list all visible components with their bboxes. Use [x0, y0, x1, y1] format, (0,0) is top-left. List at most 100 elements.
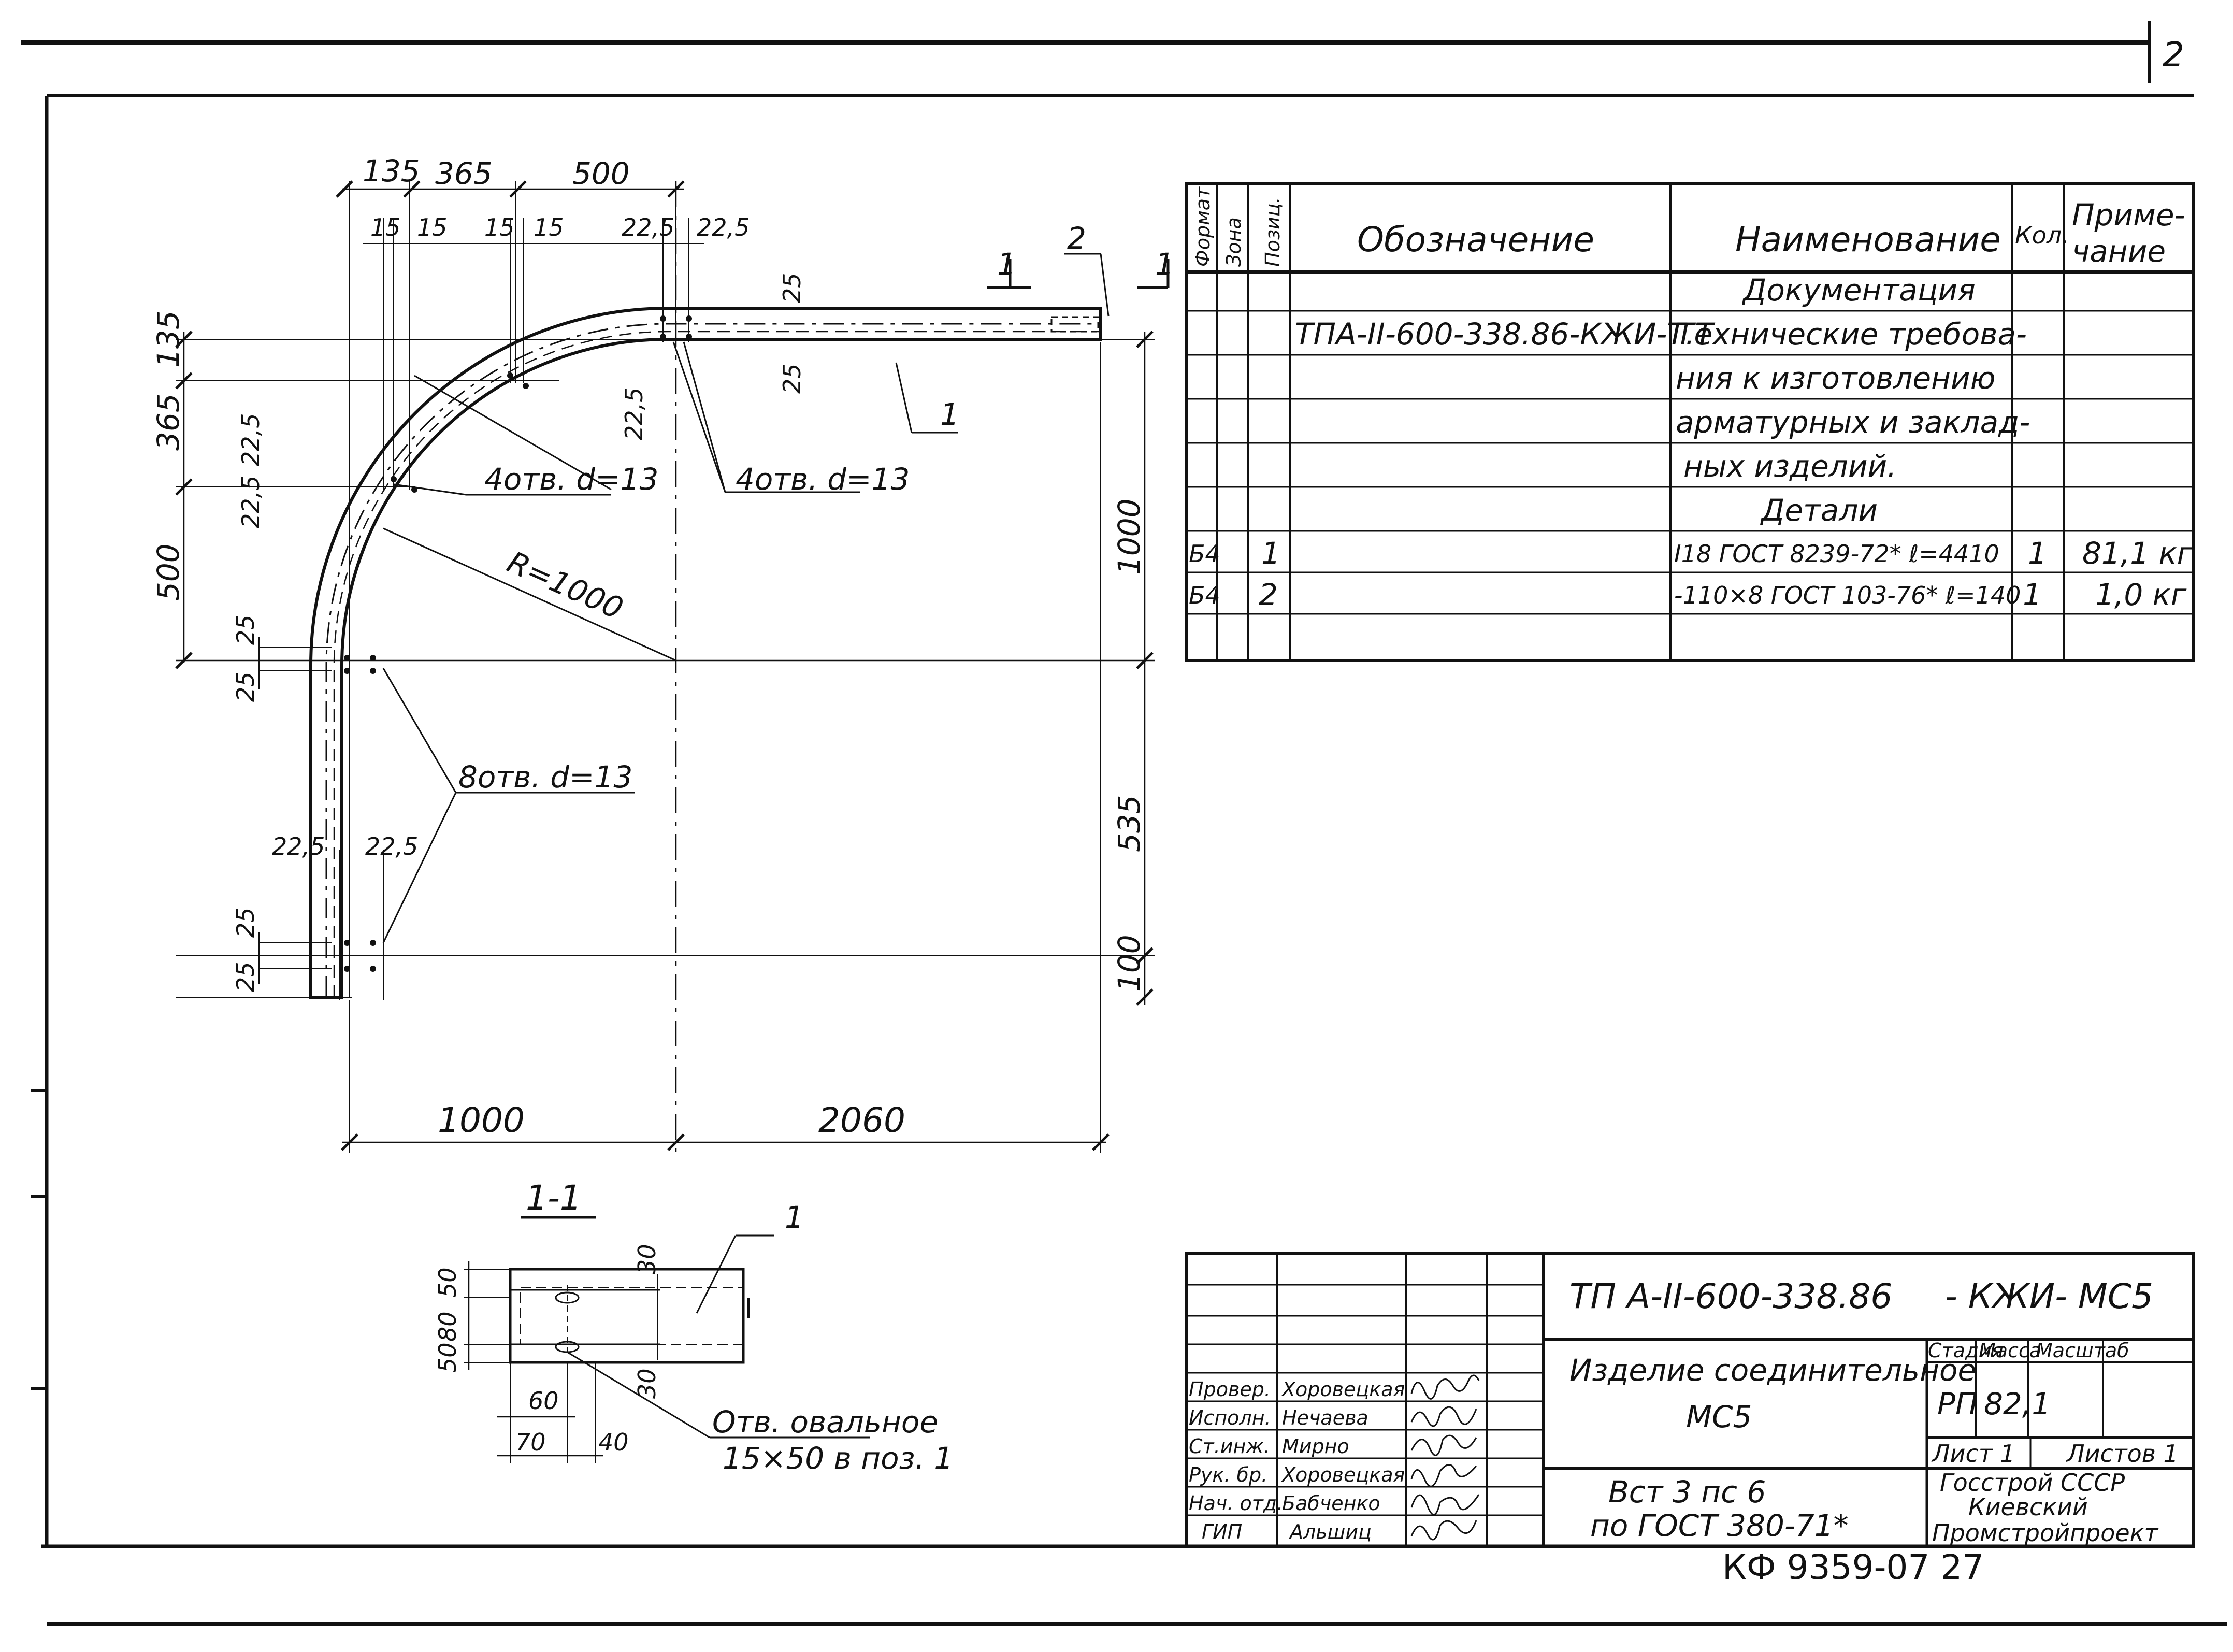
dim-15: 15	[417, 213, 448, 241]
section-dim-30: 30	[633, 1244, 661, 1274]
item-name-line1: Изделие соединительное	[1569, 1353, 1976, 1388]
hole	[507, 372, 513, 379]
hole	[370, 655, 376, 661]
org-line1: Госстрой СССР	[1940, 1469, 2125, 1497]
section-documents: Документация	[1741, 272, 1976, 308]
position-1-label: 1	[940, 397, 959, 432]
dim-22-5: 22,5	[697, 213, 750, 241]
section-dim-60: 60	[528, 1387, 559, 1415]
drawing-code-suffix: - КЖИ- МС5	[1945, 1276, 2153, 1316]
hole	[686, 334, 692, 340]
dim-135-top: 135	[363, 153, 420, 189]
org-line3: Промстройпроект	[1932, 1519, 2158, 1547]
cut-mark-right: 1	[1155, 247, 1174, 282]
header-zone: Зона	[1222, 217, 1245, 267]
signature	[1410, 1494, 1480, 1516]
mass-value: 82,1	[1984, 1386, 2051, 1421]
signature	[1410, 1464, 1477, 1487]
row1-position: 1	[1261, 536, 1280, 571]
hole	[411, 486, 417, 493]
dim-25-lower: 25	[232, 961, 260, 992]
beam-centerline	[325, 323, 1101, 997]
role-executed: Исполн.	[1189, 1406, 1271, 1429]
dim-22-5-left: 22,5	[237, 413, 265, 466]
row1-note: 81,1 кг	[2082, 536, 2193, 571]
drawing-code: ТП А-II-600-338.86	[1569, 1276, 1892, 1316]
dim-25-right: 25	[778, 272, 806, 303]
section-note-line1: Отв. овальное	[712, 1404, 938, 1440]
stage-value: РП	[1937, 1386, 1978, 1421]
dim-22-5-lower: 22,5	[272, 832, 325, 860]
hole	[344, 966, 350, 972]
doc-line-3: арматурных и заклад-	[1676, 405, 2030, 440]
dim-1000-vertical: 1000	[1112, 498, 1147, 575]
role-checked: Провер.	[1189, 1378, 1271, 1401]
signature	[1410, 1520, 1477, 1541]
plate-pos2	[1050, 316, 1099, 333]
sheet-number: Лист 1	[1931, 1440, 2015, 1468]
section-dim-40: 40	[598, 1428, 629, 1456]
dim-22-5-right: 22,5	[620, 387, 648, 440]
beam-hidden-line	[333, 331, 1101, 997]
hole	[344, 668, 350, 674]
dim-22-5-left: 22,5	[237, 476, 265, 528]
signatures	[1410, 1374, 1480, 1541]
role-senior-engineer: Ст.инж.	[1189, 1435, 1270, 1458]
dim-15: 15	[534, 213, 564, 241]
row2-position: 2	[1259, 577, 1278, 612]
header-position: Позиц.	[1261, 197, 1284, 267]
section-position-label: 1	[785, 1200, 804, 1235]
title-block	[1185, 1252, 2195, 1548]
dim-25-left: 25	[232, 614, 260, 645]
hole	[391, 476, 397, 482]
role-team-lead: Рук. бр.	[1189, 1463, 1267, 1486]
section-title: 1-1	[526, 1178, 582, 1218]
dim-365-left: 365	[151, 393, 186, 451]
mass-label: Масса	[1979, 1339, 2041, 1362]
material-line1: Вст 3 пс 6	[1608, 1474, 1766, 1510]
dim-25-lower: 25	[232, 907, 260, 938]
doc-line-2: ния к изготовлению	[1676, 361, 1996, 396]
section-dim-80: 80	[434, 1311, 462, 1342]
header-qty: Кол.	[2015, 221, 2069, 249]
radius-line	[383, 527, 676, 662]
hole	[660, 315, 666, 322]
header-format: Формат	[1191, 186, 1214, 267]
row1-qty: 1	[2028, 536, 2047, 571]
dim-2060-bottom: 2060	[818, 1100, 905, 1140]
row1-format: Б4	[1189, 540, 1220, 568]
bent-beam-drawing	[175, 180, 1170, 1153]
dim-135-left: 135	[151, 310, 186, 368]
position-2-label: 2	[1067, 221, 1086, 256]
name-team-lead: Хоровецкая	[1281, 1463, 1405, 1486]
sheet-corner-number: 2	[2163, 35, 2184, 75]
dim-100-vertical: 100	[1112, 935, 1147, 992]
section-dim-50: 50	[434, 1342, 462, 1373]
signature	[1410, 1374, 1480, 1400]
hole	[344, 940, 350, 946]
sheet-count: Листов 1	[2066, 1440, 2179, 1468]
hole	[344, 655, 350, 661]
name-checked: Хоровецкая	[1281, 1378, 1405, 1401]
role-chief-engineer: ГИП	[1202, 1520, 1242, 1543]
dim-500-left: 500	[151, 543, 186, 601]
doc-line-1: Технические требова-	[1676, 317, 2027, 352]
name-executed: Нечаева	[1282, 1406, 1368, 1429]
dim-25-right: 25	[778, 363, 806, 394]
signature	[1410, 1434, 1477, 1456]
dim-22-5: 22,5	[622, 213, 674, 241]
section-dim-70: 70	[515, 1428, 546, 1456]
section-details: Детали	[1760, 493, 1878, 528]
name-dept-head: Бабченко	[1282, 1492, 1380, 1515]
name-senior-engineer: Мирно	[1282, 1435, 1349, 1458]
item-name-line2: МС5	[1686, 1399, 1752, 1434]
cut-mark-left: 1	[997, 247, 1016, 282]
hole	[370, 966, 376, 972]
dim-365-top: 365	[435, 156, 493, 191]
section-dim-30: 30	[633, 1368, 661, 1399]
specification-text: Формат Зона Позиц. Обозначение Наименова…	[1189, 186, 2193, 612]
hole	[370, 668, 376, 674]
material-line2: по ГОСТ 380-71*	[1590, 1508, 1849, 1543]
title-block-text: ТП А-II-600-338.86 - КЖИ- МС5 Изделие со…	[1189, 1276, 2179, 1547]
